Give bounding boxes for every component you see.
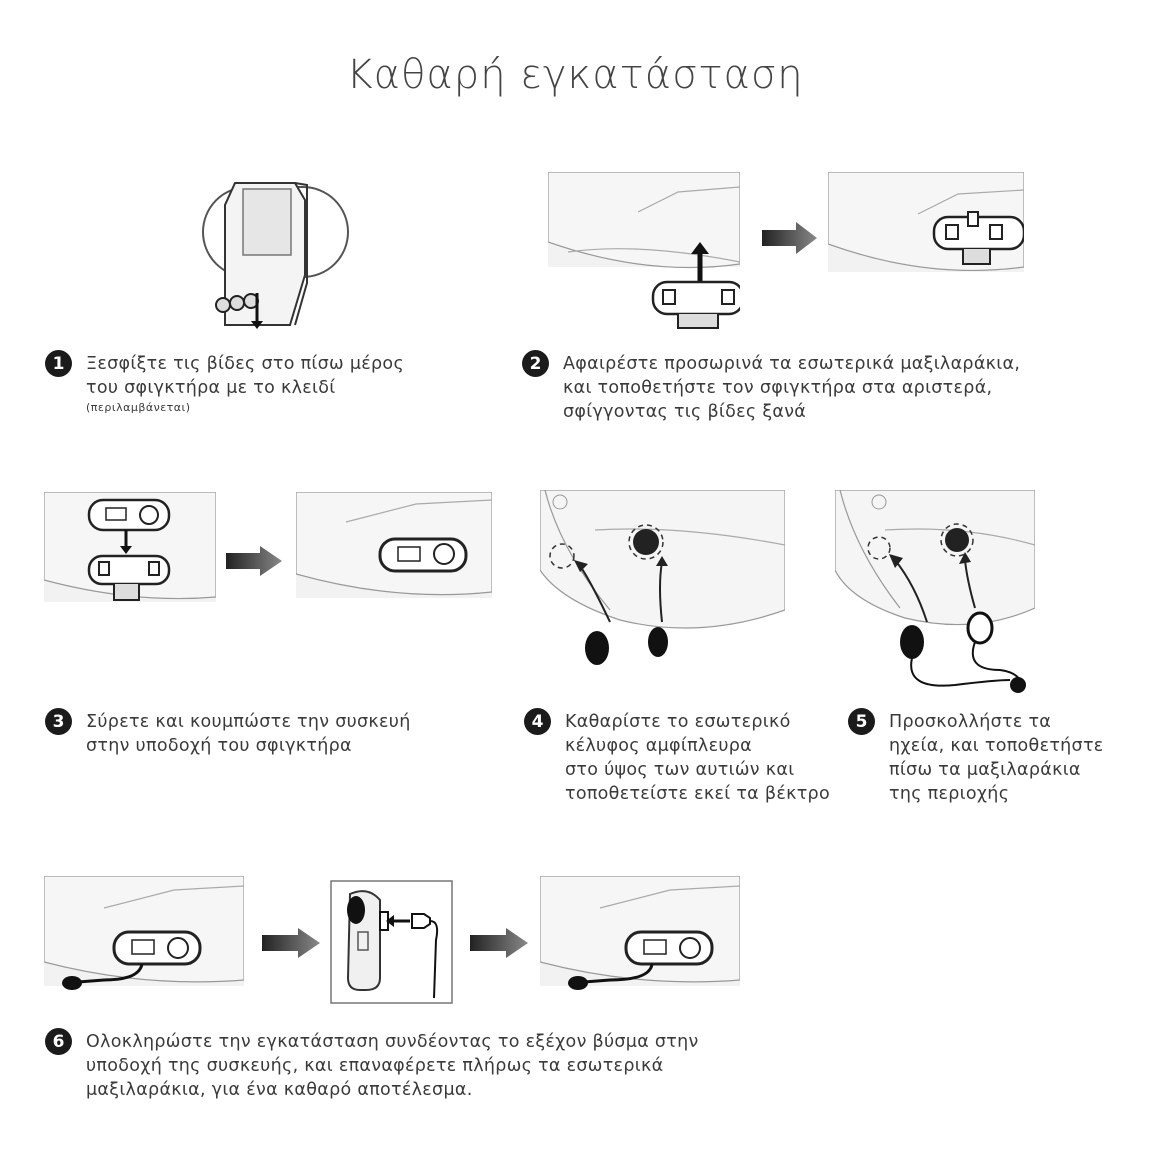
step-number-badge: 3 [45,708,72,735]
step-text-line: στο ύψος των αυτιών και [565,760,795,780]
step-number-badge: 2 [522,350,549,377]
helmet-clamp-mounted-illustration [828,172,1024,272]
step-text-line: και τοποθετήστε τον σφιγκτήρα στα αριστε… [563,378,993,398]
plug-connection-illustration [330,880,453,1004]
step-text-line: Αφαιρέστε προσωρινά τα εσωτερικά μαξιλαρ… [563,354,1021,374]
step-text-line: σφίγγοντας τις βίδες ξανά [563,402,807,422]
arrow-right-icon [226,546,282,576]
arrow-right-icon [470,928,528,958]
step-number-badge: 5 [848,708,875,735]
helmet-speakers-illustration [835,490,1035,693]
step-text-line: της περιοχής [889,784,1010,804]
step-text-line: Ολοκληρώστε την εγκατάσταση συνδέοντας τ… [86,1032,699,1052]
arrow-right-icon [262,928,320,958]
clamp-screws-illustration [202,182,349,329]
step-text-line: στην υποδοχή του σφιγκτήρα [86,736,352,756]
step-text-line: Ξεσφίξτε τις βίδες στο πίσω μέρος [86,354,405,374]
arrow-right-icon [762,222,817,254]
step-text-line: κέλυφος αμφίπλευρα [565,736,752,756]
step-number-badge: 6 [45,1028,72,1055]
step-4: 4 Καθαρίστε το εσωτερικό κέλυφος αμφίπλε… [524,708,830,806]
step-text-line: μαξιλαράκια, για ένα καθαρό αποτέλεσμα. [86,1080,473,1100]
step-text-line: Προσκολλήστε τα [889,712,1052,732]
step-text-line: υποδοχή της συσκευής, και επαναφέρετε πλ… [86,1056,664,1076]
step-5: 5 Προσκολλήστε τα ηχεία, και τοποθετήστε… [848,708,1104,806]
step-1: 1 Ξεσφίξτε τις βίδες στο πίσω μέρος του … [45,350,405,416]
step-text-line: του σφιγκτήρα με το κλειδί [86,378,336,398]
device-slide-into-clamp-illustration [44,492,216,602]
step-3: 3 Σύρετε και κουμπώστε την συσκευή στην … [45,708,411,758]
page-title: Καθαρή εγκατάσταση [346,52,804,98]
step-text-line: τοποθετείστε εκεί τα βέκτρο [565,784,830,804]
helmet-velcro-placement-illustration [540,490,785,665]
step-note: (περιλαμβάνεται) [86,401,191,414]
step-number-badge: 4 [524,708,551,735]
step-text-line: ηχεία, και τοποθετήστε [889,736,1104,756]
step-2: 2 Αφαιρέστε προσωρινά τα εσωτερικά μαξιλ… [522,350,1021,424]
step-number-badge: 1 [45,350,72,377]
step-text-line: πίσω τα μαξιλαράκια [889,760,1081,780]
helmet-clamp-insert-illustration [548,172,740,329]
installation-complete-illustration [540,876,740,990]
step-6: 6 Ολοκληρώστε την εγκατάσταση συνδέοντας… [45,1028,699,1102]
device-with-mic-illustration [44,876,244,990]
step-text-line: Σύρετε και κουμπώστε την συσκευή [86,712,411,732]
device-mounted-illustration [296,492,492,598]
step-text-line: Καθαρίστε το εσωτερικό [565,712,791,732]
